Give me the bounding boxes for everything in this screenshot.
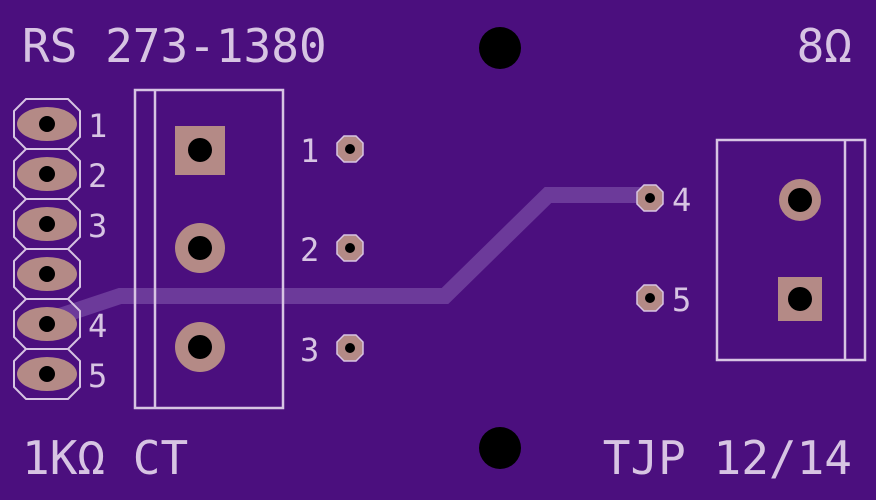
header-pin-label-1: 1 <box>88 107 107 145</box>
header-pin <box>13 298 81 350</box>
terminal-block-left <box>133 88 285 410</box>
mounting-hole-bottom <box>479 427 521 469</box>
impedance-right-label: 8Ω <box>797 19 852 73</box>
author-date-label: TJP 12/14 <box>603 431 852 485</box>
primary-pad-label-1: 1 <box>300 132 319 170</box>
secondary-pad-label-4: 4 <box>672 181 691 219</box>
terminal-block-right <box>715 138 867 362</box>
pin-header <box>13 98 81 400</box>
copper-trace <box>45 187 650 328</box>
impedance-left-label: 1KΩ CT <box>22 431 188 485</box>
mounting-hole-top <box>479 27 521 69</box>
header-pin <box>13 98 81 150</box>
via-pads-secondary <box>636 184 664 312</box>
part-number-label: RS 273-1380 <box>22 19 327 73</box>
header-pin-label-2: 2 <box>88 157 107 195</box>
header-pin <box>13 198 81 250</box>
header-pin <box>13 248 81 300</box>
header-pin-label-4: 4 <box>88 307 107 345</box>
header-pin <box>13 148 81 200</box>
header-pin-label-3: 3 <box>88 207 107 245</box>
via-pads-primary <box>336 135 364 362</box>
primary-pad-label-2: 2 <box>300 231 319 269</box>
header-pin <box>13 348 81 400</box>
secondary-pad-label-5: 5 <box>672 281 691 319</box>
header-pin-label-5: 5 <box>88 357 107 395</box>
primary-pad-label-3: 3 <box>300 331 319 369</box>
